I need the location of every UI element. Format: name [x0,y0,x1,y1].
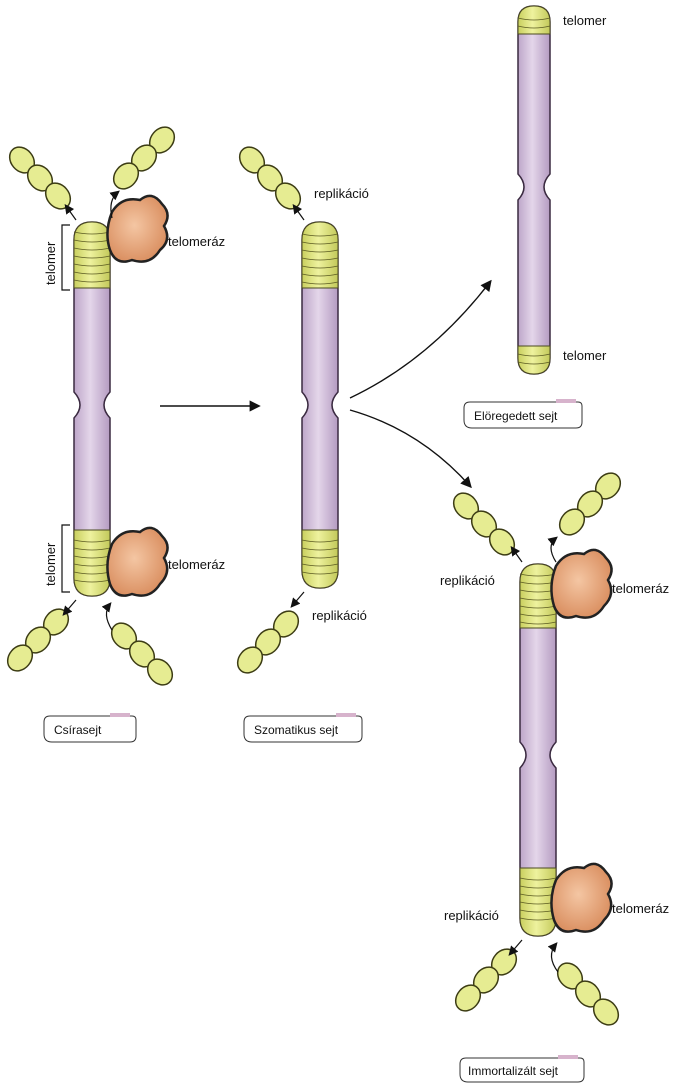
telomerase-germ-top [107,196,167,262]
telomere-discs-immortal-bl [451,944,522,1016]
replikacio-label-immortal-top: replikáció [440,573,495,588]
caption-immortal: Immortalizált sejt [460,1055,584,1082]
chromosome-germ [74,222,110,596]
telomerase-germ-bottom [107,528,167,596]
telomere-discs-somatic-top [235,142,306,214]
telomer-label-germ-top: telomer [43,241,58,285]
replikacio-label-somatic-top: replikáció [314,186,369,201]
telomere-discs-germ-tr [109,122,180,194]
caption-aged-text: Elöregedett sejt [474,409,558,423]
telomere-discs-immortal-br [553,958,624,1030]
telomere-top-germ [74,222,110,288]
telomere-discs-immortal-tr [555,468,626,540]
telomerase-immortal-bottom [551,864,611,932]
caption-somatic: Szomatikus sejt [244,713,362,742]
telomeraz-label-immortal-bottom: telomeráz [612,901,669,916]
telomer-label-aged-top: telomer [563,13,607,28]
telomere-discs-germ-bl [3,604,74,676]
telomer-label-germ-bottom: telomer [43,542,58,586]
arrow-to-immortal [350,410,470,486]
telomerase-immortal-top [551,550,611,618]
caption-somatic-text: Szomatikus sejt [254,723,339,737]
telomer-label-aged-bottom: telomer [563,348,607,363]
telomere-discs-germ-tl [5,142,76,214]
replikacio-label-somatic-bottom: replikáció [312,608,367,623]
chromosome-immortal [520,564,556,936]
caption-germ: Csírasejt [44,713,136,742]
telomere-discs-immortal-tl [449,488,520,560]
telomeraz-label-germ-top: telomeráz [168,234,225,249]
caption-immortal-text: Immortalizált sejt [468,1064,559,1078]
telomere-bracket-bottom [62,525,70,592]
chromosome-aged [518,6,550,374]
telomere-discs-somatic-bottom [233,606,304,678]
telomeraz-label-germ-bottom: telomeráz [168,557,225,572]
arrow-to-aged [350,282,490,398]
replikacio-label-immortal-bottom: replikáció [444,908,499,923]
caption-aged: Elöregedett sejt [464,399,582,428]
caption-germ-text: Csírasejt [54,723,102,737]
telomere-discs-germ-br [107,618,178,690]
telomeraz-label-immortal-top: telomeráz [612,581,669,596]
chromosome-somatic [302,222,338,588]
telomere-bottom-germ [74,530,110,596]
telomere-bracket-top [62,225,70,290]
